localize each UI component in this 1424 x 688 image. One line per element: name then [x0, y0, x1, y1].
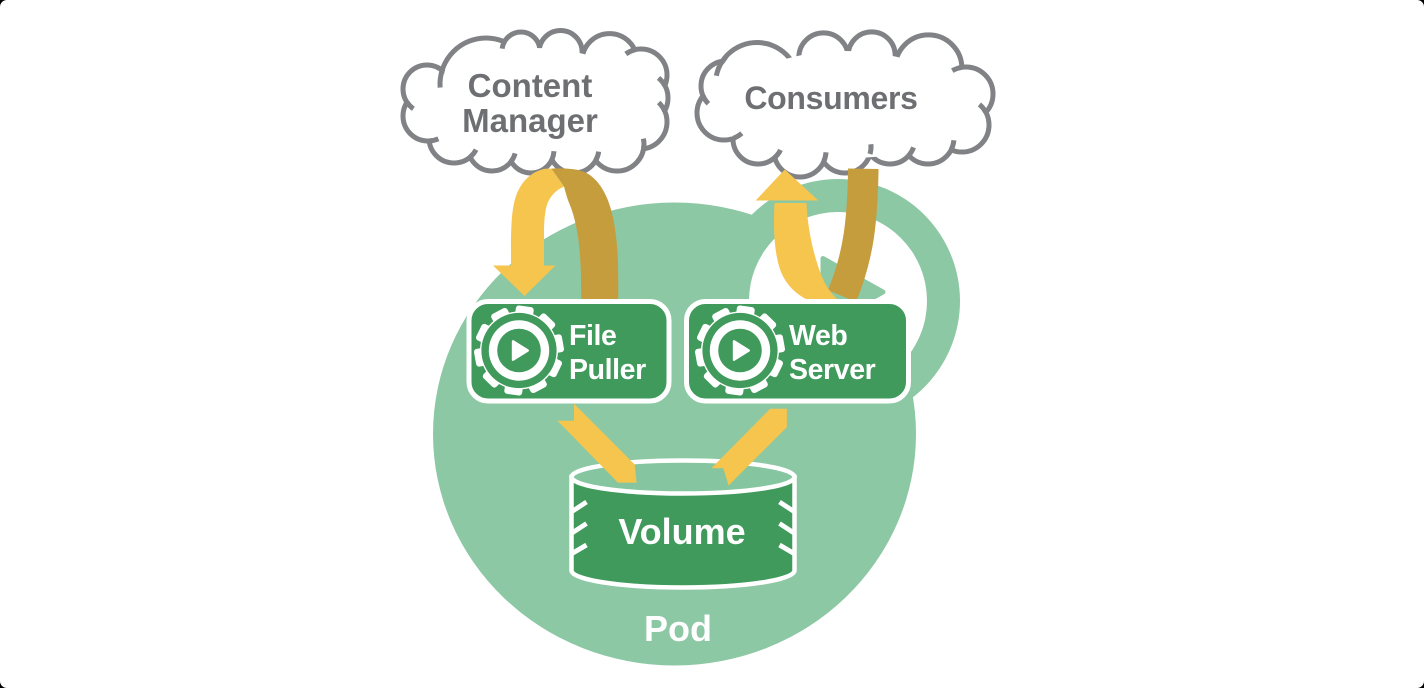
svg-text:Volume: Volume — [618, 511, 745, 552]
svg-text:Content: Content — [468, 67, 593, 104]
svg-text:Puller: Puller — [569, 354, 646, 386]
svg-text:Web: Web — [789, 320, 847, 352]
svg-text:Server: Server — [789, 354, 876, 386]
svg-text:Manager: Manager — [462, 102, 598, 139]
svg-text:File: File — [569, 320, 617, 352]
svg-text:Pod: Pod — [644, 608, 712, 649]
svg-text:Consumers: Consumers — [744, 80, 917, 116]
